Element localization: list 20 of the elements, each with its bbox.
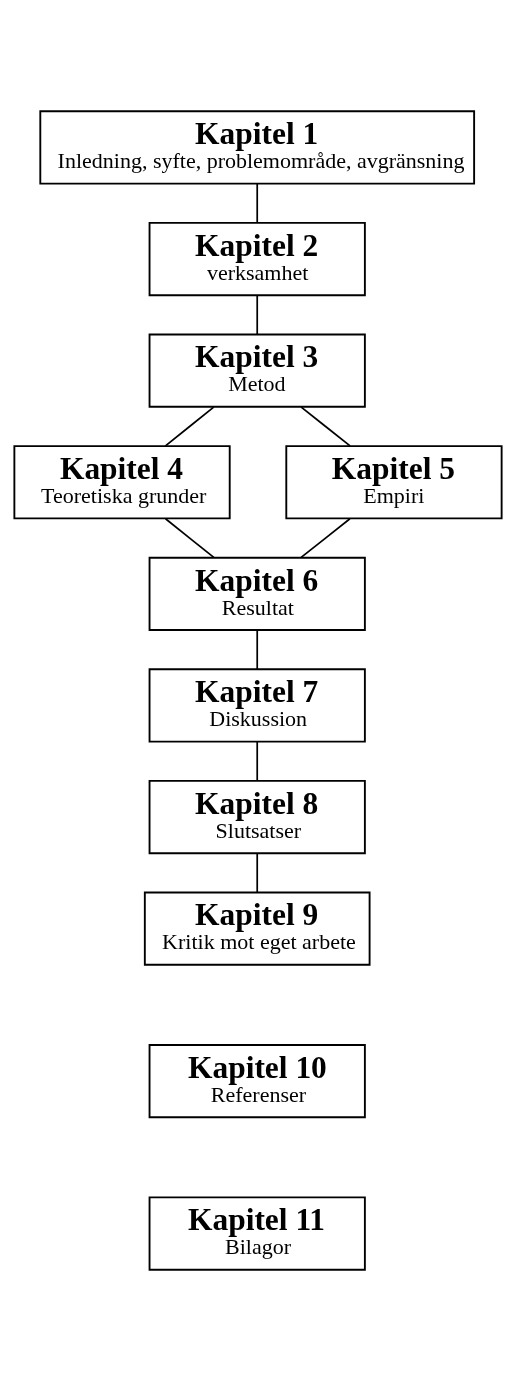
node-box: Kapitel 2 verksamhet <box>148 221 366 296</box>
node-box: Kapitel 5 Empiri <box>285 444 503 519</box>
node-box: Kapitel 3 Metod <box>148 333 366 408</box>
connector <box>164 405 215 447</box>
node-box: Kapitel 8 Slutsatser <box>148 779 366 854</box>
node-box: Kapitel 10 Referenser <box>148 1043 366 1118</box>
connector <box>300 405 351 447</box>
connector <box>256 182 259 223</box>
connector <box>164 517 215 558</box>
connector <box>256 294 259 335</box>
connector <box>300 517 351 558</box>
connector <box>256 628 259 670</box>
connector <box>256 740 259 781</box>
node-box: Kapitel 4 Teoretiska grunder <box>13 444 231 519</box>
node-box: Kapitel 6 Resultat <box>148 556 366 631</box>
node-box: Kapitel 1 Inledning, syfte, problemområde, avgränsning <box>39 109 476 185</box>
node-box: Kapitel 11 Bilagor <box>148 1195 366 1271</box>
node-box: Kapitel 9 Kritik mot eget arbete <box>143 891 371 966</box>
node-box: Kapitel 7 Diskussion <box>148 667 366 743</box>
connector <box>256 852 259 893</box>
